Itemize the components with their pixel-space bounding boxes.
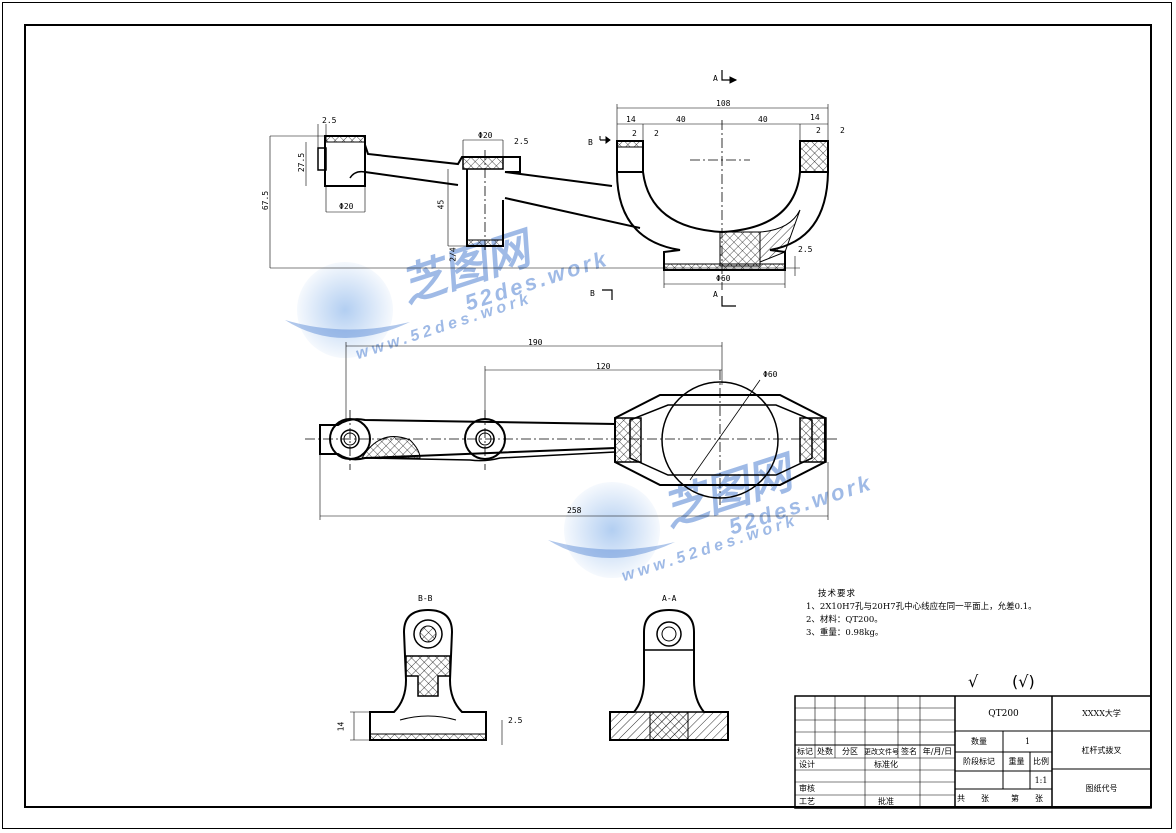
watermark-globe-2 [548, 482, 675, 578]
dim-text: 2 [632, 129, 637, 138]
section-title-aa: A-A [662, 594, 677, 603]
dim-text: 27.5 [297, 152, 307, 173]
tb-material: QT200 [988, 708, 1019, 719]
dim-text: 108 [716, 99, 731, 108]
tb-standardize: 标准化 [874, 759, 898, 769]
tech-requirements: 技术要求 1、2X10H7孔与20H7孔中心线应在同一平面上，允差0.1。 2、… [806, 588, 1037, 640]
tb-university: XXXX大学 [1082, 709, 1121, 718]
tb-scale: 1:1 [1034, 775, 1048, 785]
left-boss-face [325, 135, 366, 143]
section-bb [350, 608, 503, 745]
section-marker-b-top: B [588, 138, 593, 147]
dim-text: Φ20 [339, 202, 354, 211]
tb-header: 年/月/日 [922, 747, 953, 756]
tech-item: 1、2X10H7孔与20H7孔中心线应在同一平面上，允差0.1。 [806, 602, 1037, 612]
section-title-bb: B-B [418, 594, 433, 603]
tb-design: 设计 [799, 759, 815, 769]
tech-item: 2、材料：QT200。 [806, 615, 883, 625]
left-boss-lip [317, 147, 327, 171]
tb-header: 签名 [901, 747, 917, 756]
tb-part-name: 杠杆式拨叉 [1081, 745, 1122, 755]
tb-header: 更改文件号 [864, 747, 899, 756]
dim-text: 258 [567, 506, 582, 515]
bb-outline [369, 608, 487, 741]
fork-right-pad [799, 140, 829, 173]
tb-header: 处数 [817, 747, 833, 756]
dim-text: Φ60 [763, 370, 778, 379]
tb-sheet2: 张 [1035, 794, 1043, 803]
tb-scale-label: 比例 [1033, 757, 1049, 766]
tb-approve: 批准 [878, 796, 894, 806]
section-aa [609, 608, 729, 741]
section-marker-b-bottom: B [590, 289, 595, 298]
dim-text: 2 [654, 129, 659, 138]
dim-text: 2.5 [322, 116, 337, 125]
dim-text: 120 [596, 362, 611, 371]
dim-text: Φ20 [478, 131, 493, 140]
fork-base-section [719, 231, 761, 267]
dim-text: 67.5 [261, 190, 271, 211]
tb-process: 工艺 [799, 796, 815, 806]
tb-header: 分区 [842, 747, 858, 756]
tb-weight: 重量 [1008, 757, 1025, 766]
dim-text: Φ60 [716, 274, 731, 283]
section-marker-a-top: A [713, 74, 718, 83]
roughness-bracket-symbol: (√) [1012, 672, 1035, 691]
center-boss-top [462, 156, 504, 170]
bb-section-hatch [405, 655, 451, 697]
front-view [269, 70, 829, 307]
dim-text: 2/4 [448, 247, 458, 262]
dim-text: 40 [758, 115, 768, 124]
drawing-border-inner [24, 24, 1152, 808]
tb-drawing-code: 图纸代号 [1085, 784, 1118, 793]
dim-text: 2 [816, 126, 821, 135]
fork-inner [642, 171, 801, 234]
dim-text: 40 [676, 115, 686, 124]
tech-item: 3、重量：0.98kg。 [806, 628, 884, 638]
top-view [305, 342, 840, 520]
tb-stage-mark: 阶段标记 [963, 757, 995, 766]
dim-text: 2.5 [798, 245, 813, 254]
tb-quantity: 1 [1024, 737, 1031, 746]
dim-text: 14 [810, 113, 820, 122]
dim-text: 190 [528, 338, 543, 347]
title-block: QT200 XXXX大学 杠杆式拨叉 图纸代号 数量 1 阶段标记 重量 比例 … [795, 696, 1151, 808]
dim-text: 2.5 [508, 716, 523, 725]
tb-review: 审核 [799, 783, 815, 793]
dim-text: 2.5 [514, 137, 529, 146]
aa-outline [609, 608, 729, 741]
dim-text: 14 [336, 721, 346, 732]
dim-text: 45 [436, 199, 446, 210]
roughness-symbol: √ [968, 672, 979, 691]
tech-title: 技术要求 [818, 589, 857, 599]
title-block-lines [794, 695, 1152, 809]
tb-header: 标记 [797, 747, 813, 756]
section-marker-a-bottom: A [713, 290, 718, 299]
watermark-globe-1 [285, 262, 410, 358]
left-boss [324, 135, 366, 187]
tb-quantity-label: 数量 [971, 737, 987, 746]
tb-sheet: 张 [981, 794, 989, 803]
tb-total: 共 [957, 794, 965, 803]
tb-page: 第 [1011, 794, 1019, 803]
dim-text: 14 [626, 115, 636, 124]
arm-lower-edge [364, 171, 641, 229]
dim-text: 2 [840, 126, 845, 135]
